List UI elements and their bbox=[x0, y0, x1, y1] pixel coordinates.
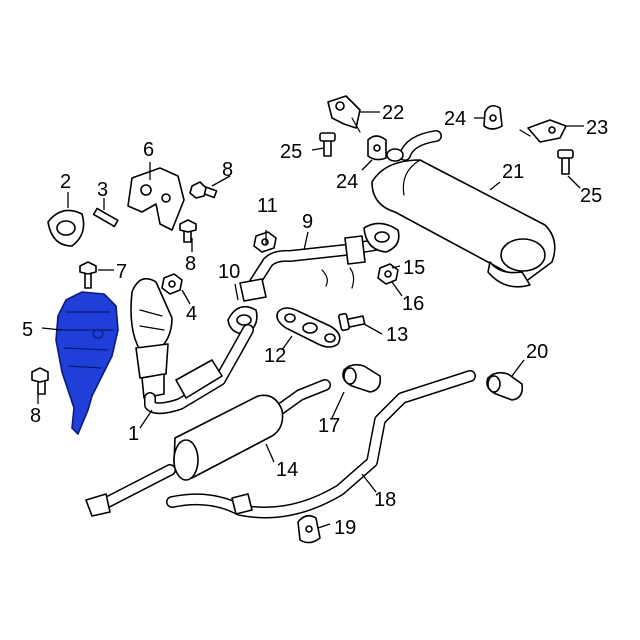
clamp-17[interactable] bbox=[342, 363, 382, 393]
leader-lines bbox=[37, 111, 584, 529]
gasket-2[interactable] bbox=[47, 209, 85, 247]
nut-11[interactable] bbox=[253, 231, 277, 253]
callout-7: 7 bbox=[116, 261, 127, 283]
callout-1: 1 bbox=[128, 423, 139, 445]
callout-23: 23 bbox=[586, 117, 608, 139]
callout-16: 16 bbox=[402, 293, 424, 315]
callout-15: 15 bbox=[403, 257, 425, 279]
callout-11: 11 bbox=[257, 195, 278, 217]
bolt-25-left[interactable] bbox=[319, 132, 336, 157]
bolt-13[interactable] bbox=[337, 312, 366, 332]
insulator-24-lower[interactable] bbox=[367, 135, 387, 161]
callout-8-mid: 8 bbox=[185, 253, 196, 275]
callout-3: 3 bbox=[97, 179, 108, 201]
hanger-bracket[interactable] bbox=[327, 95, 361, 133]
nut-4[interactable] bbox=[161, 273, 183, 295]
callout-18: 18 bbox=[374, 489, 396, 511]
rear-muffler[interactable] bbox=[371, 130, 556, 288]
callout-24-lower: 24 bbox=[336, 171, 358, 193]
callout-24-upper: 24 bbox=[444, 108, 466, 130]
callout-10: 10 bbox=[218, 261, 240, 283]
bracket-6[interactable] bbox=[127, 167, 185, 231]
clamp-20[interactable] bbox=[486, 371, 524, 401]
insulator-24-upper[interactable] bbox=[483, 104, 503, 130]
bracket-23[interactable] bbox=[519, 119, 567, 143]
callout-22: 22 bbox=[382, 102, 404, 124]
intermediate-pipe[interactable] bbox=[239, 235, 381, 302]
bolt-8-top[interactable] bbox=[189, 181, 218, 199]
front-muffler[interactable] bbox=[85, 379, 331, 517]
flange-gasket[interactable] bbox=[276, 307, 341, 348]
callout-9: 9 bbox=[302, 211, 313, 233]
stud-3[interactable] bbox=[92, 207, 119, 228]
bolt-25-right[interactable] bbox=[557, 149, 574, 175]
callout-17: 17 bbox=[318, 415, 340, 437]
callout-19: 19 bbox=[334, 517, 356, 539]
callout-13: 13 bbox=[386, 324, 408, 346]
callout-8-lower: 8 bbox=[30, 405, 41, 427]
insulator-19[interactable] bbox=[297, 514, 321, 544]
tailpipe[interactable] bbox=[166, 370, 476, 519]
gasket-15[interactable] bbox=[363, 222, 400, 253]
callout-25-left: 25 bbox=[280, 141, 302, 163]
catalytic-converter[interactable] bbox=[130, 277, 254, 415]
callout-25-right: 25 bbox=[580, 185, 602, 207]
callout-labels: 1 2 3 4 5 6 7 8 8 8 9 10 11 12 13 14 15 … bbox=[22, 102, 608, 539]
callout-6: 6 bbox=[143, 139, 154, 161]
callout-2: 2 bbox=[60, 171, 71, 193]
callout-20: 20 bbox=[526, 341, 548, 363]
bolt-7[interactable] bbox=[79, 261, 97, 289]
callout-5: 5 bbox=[22, 319, 33, 341]
nut-16[interactable] bbox=[377, 263, 399, 285]
callout-14: 14 bbox=[276, 459, 298, 481]
bolt-8-lower[interactable] bbox=[31, 367, 49, 395]
callout-8-top: 8 bbox=[222, 159, 233, 181]
callout-12: 12 bbox=[264, 345, 286, 367]
callout-21: 21 bbox=[502, 161, 524, 183]
heat-shield[interactable] bbox=[55, 291, 119, 435]
callout-4: 4 bbox=[186, 303, 197, 325]
bolt-8-mid[interactable] bbox=[179, 219, 197, 243]
